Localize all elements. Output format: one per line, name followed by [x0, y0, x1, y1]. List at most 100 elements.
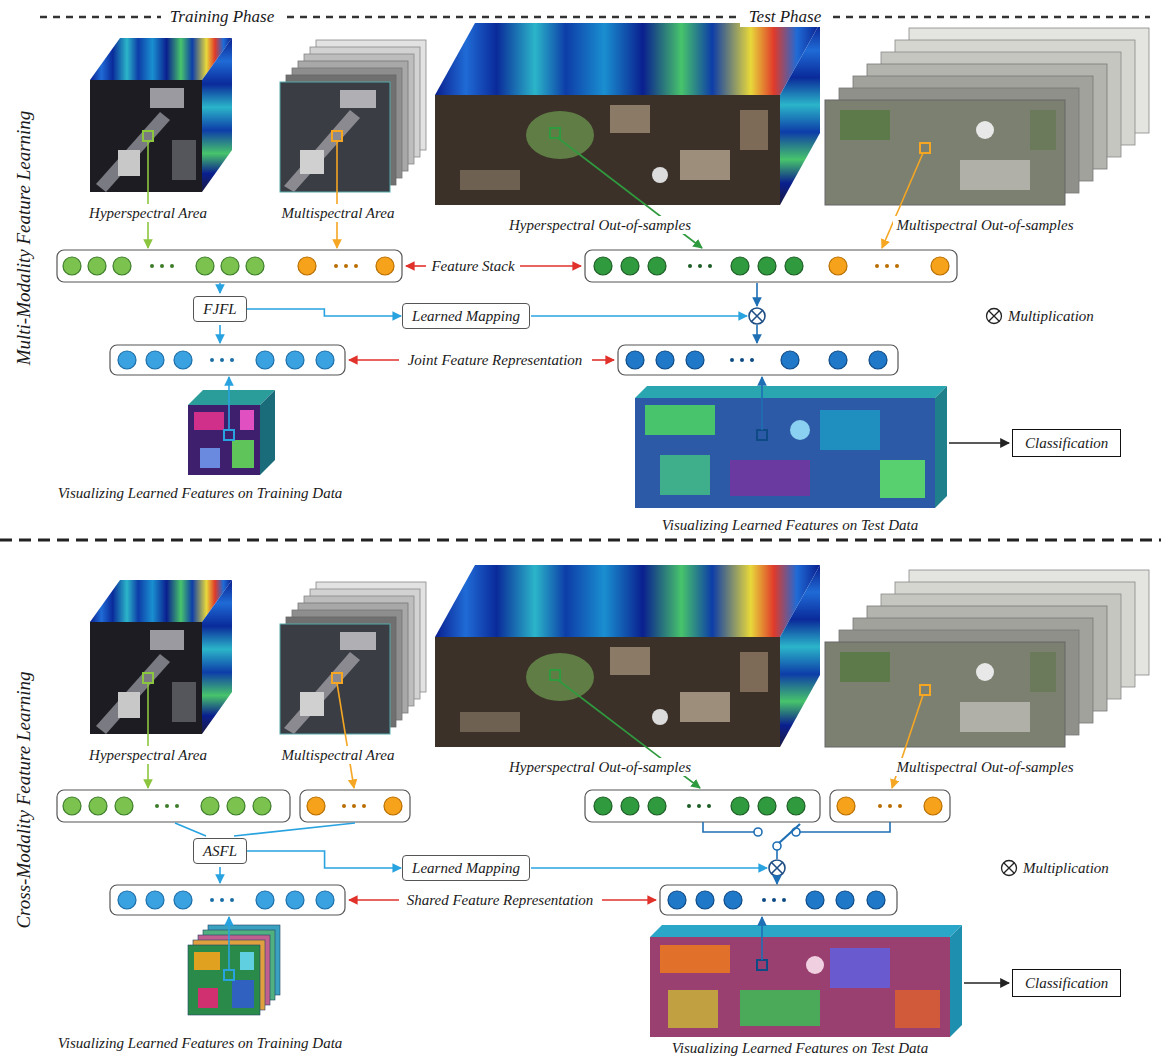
cube-side [780, 23, 820, 205]
modality-switch [703, 822, 890, 859]
feature-patch [240, 952, 254, 970]
multiply-cross [1004, 863, 1015, 874]
drawing-part [342, 804, 366, 808]
feature-dot [146, 891, 164, 909]
feature-dot [758, 257, 776, 275]
cube-side [202, 38, 232, 192]
hyperspectral-cube [435, 565, 820, 747]
leader-arrow [349, 899, 399, 901]
ellipsis-dot [740, 358, 744, 362]
feature-dot [731, 257, 749, 275]
stadium [526, 653, 594, 701]
multiply-cross [989, 311, 1000, 322]
flow-line [219, 867, 221, 883]
cube-side [202, 580, 232, 734]
feature-visualization [188, 925, 280, 1015]
feature-dot [785, 257, 803, 275]
feature-dot [837, 797, 855, 815]
feature-dot [196, 257, 214, 275]
multiply-ring [769, 860, 785, 876]
feature-visualization [650, 925, 962, 1037]
sample-arrow [147, 141, 149, 248]
ellipsis-dot [220, 358, 224, 362]
ellipsis-dot [895, 264, 899, 268]
ellipsis-dot [875, 264, 879, 268]
road [96, 112, 170, 192]
cube-front [650, 937, 950, 1037]
road [284, 652, 360, 734]
feature-dot [118, 351, 136, 369]
building [610, 105, 650, 133]
box-text: FJFL [203, 301, 236, 317]
roundabout [652, 167, 668, 183]
feature-patch [232, 980, 254, 1008]
feature-dot [836, 891, 854, 909]
roundabout [976, 121, 994, 139]
feature-patch [660, 945, 730, 973]
box-text: Learned Mapping [412, 308, 520, 324]
legend-symbol [1000, 859, 1018, 877]
drawing-part [687, 804, 711, 808]
multiply-cross [751, 310, 762, 321]
feature-patch [806, 956, 824, 974]
feature-dot [118, 891, 136, 909]
sample-arrow [336, 141, 338, 248]
drawing-part [829, 257, 949, 275]
flow-line [531, 315, 747, 317]
building [740, 652, 768, 692]
drawing-part [730, 358, 754, 362]
feature-dot [307, 797, 325, 815]
vector-frame [585, 790, 820, 822]
sample-arrow [228, 377, 230, 430]
leader-arrow [520, 265, 581, 267]
road [96, 654, 170, 734]
feature-dot [316, 891, 334, 909]
image-caption: Visualizing Learned Features on Training… [55, 484, 346, 502]
pixel-marker [143, 131, 153, 141]
feature-vector [57, 790, 290, 822]
feature-dot [626, 351, 644, 369]
ellipsis-dot [160, 264, 164, 268]
feature-patch [668, 990, 718, 1028]
cube-top [188, 390, 275, 405]
pixel-marker [920, 685, 930, 695]
feature-dot [298, 257, 316, 275]
vector-frame [110, 885, 345, 915]
ellipsis-dot [687, 804, 691, 808]
phase-heading: Training Phase [161, 7, 283, 27]
band-front [280, 82, 390, 192]
ellipsis-dot [688, 264, 692, 268]
band-front [825, 100, 1065, 205]
drawing-part [334, 264, 358, 268]
feature-dot [286, 351, 304, 369]
feature-vector [660, 885, 897, 915]
feature-dot [869, 351, 887, 369]
pixel-marker [143, 673, 153, 683]
feature-dot [621, 257, 639, 275]
feature-dot [113, 257, 131, 275]
cube-top [435, 565, 820, 637]
feature-vector [110, 885, 345, 915]
feature-visualization [188, 390, 275, 475]
phase-heading: Test Phase [740, 7, 831, 27]
ellipsis-dot [708, 264, 712, 268]
box-text: Classification [1025, 975, 1108, 991]
feature-dot [656, 351, 674, 369]
ellipsis-dot [707, 804, 711, 808]
cube-side [780, 565, 820, 747]
building [340, 632, 376, 650]
feature-dot [256, 891, 274, 909]
tree-patch [1030, 652, 1056, 692]
feature-dot [668, 891, 686, 909]
feature-dot [146, 351, 164, 369]
image-caption: Hyperspectral Out-of-samples [506, 216, 694, 234]
drawing-part [594, 257, 803, 275]
image-caption: Visualizing Learned Features on Test Dat… [659, 516, 922, 534]
mapping-connector [247, 851, 401, 868]
multiply-cross [771, 862, 782, 873]
flow-line [756, 325, 758, 343]
drawing-part [63, 257, 264, 275]
road [284, 110, 360, 192]
sample-arrow [228, 917, 230, 970]
image-caption: Visualizing Learned Features on Training… [55, 1034, 346, 1052]
